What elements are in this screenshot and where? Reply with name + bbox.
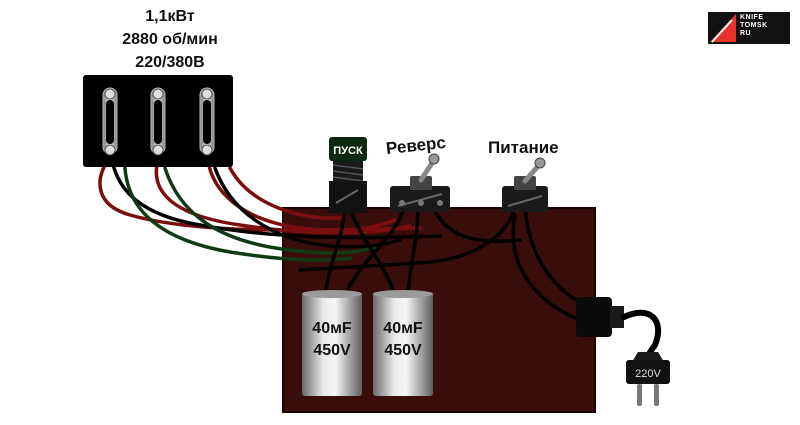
wire-power-to-plug-1: [523, 206, 587, 307]
wire-reverse-to-cap1: [343, 203, 407, 297]
capacitor-2-voltage: 450V: [384, 342, 422, 359]
start-button-label: ПУСК: [333, 145, 363, 157]
logo-line-1: KNIFE: [740, 14, 764, 21]
wire-red-4: [228, 166, 342, 220]
capacitor-1-voltage: 450V: [313, 342, 351, 359]
wire-reverse-to-cap2: [406, 203, 420, 297]
mains-cable: [621, 309, 662, 361]
power-switch-label: Питание: [488, 138, 559, 157]
motor-voltage: 220/380В: [135, 54, 205, 71]
logo-line-3: RU: [740, 30, 752, 37]
wire-green-1: [123, 166, 352, 262]
internal-wires: [298, 203, 587, 324]
capacitor-2: 40мF 450V: [373, 290, 433, 396]
capacitor-1: 40мF 450V: [302, 290, 362, 396]
motor-power: 1,1кВт: [145, 8, 195, 25]
motor-speed: 2880 об/мин: [122, 31, 218, 48]
power-plug: 220V: [626, 352, 670, 406]
wire-start-to-cap1: [323, 208, 347, 297]
wire-green-2: [163, 166, 382, 255]
terminal-bar-3: [199, 87, 215, 156]
wire-red-2: [154, 158, 412, 235]
motor-wires: [98, 158, 442, 262]
wire-red-3: [206, 158, 397, 233]
logo-line-2: TOMSK: [740, 22, 768, 29]
wire-power-to-motor: [298, 206, 517, 272]
logo: [708, 12, 790, 44]
motor-terminal-block: [83, 75, 233, 167]
terminal-bar-2: [150, 87, 166, 156]
wire-black-2: [213, 166, 402, 249]
terminal-bar-1: [102, 87, 118, 156]
start-button: ПУСК: [329, 137, 367, 213]
power-switch: [502, 157, 548, 212]
plug-voltage-label: 220V: [635, 368, 661, 380]
capacitor-1-capacitance: 40мF: [312, 320, 352, 337]
wire-reverse-out: [430, 203, 522, 243]
cable-gland: [576, 297, 624, 337]
reverse-switch: [390, 153, 450, 212]
wire-power-to-plug-2: [511, 213, 587, 324]
capacitor-2-capacitance: 40мF: [383, 320, 423, 337]
logo-text: KNIFE TOMSK RU: [740, 14, 768, 38]
